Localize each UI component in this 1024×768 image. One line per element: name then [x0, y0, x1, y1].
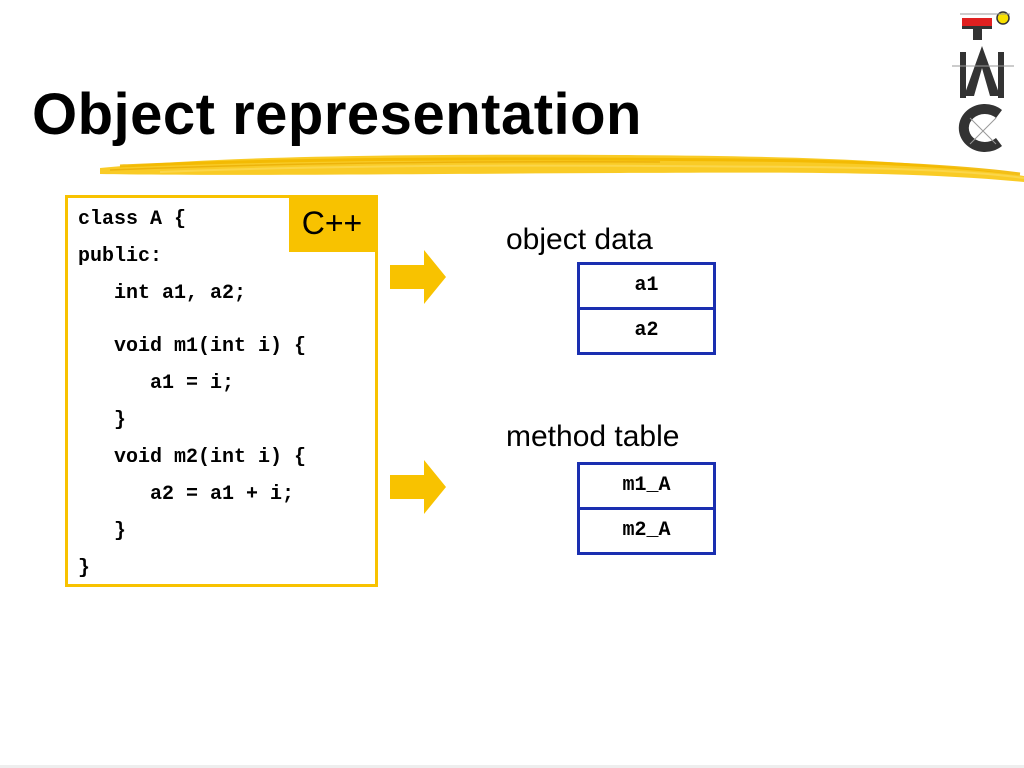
table-cell: a1: [634, 274, 659, 297]
slide-title: Object representation: [32, 82, 642, 147]
footer-divider: [0, 765, 1024, 768]
code-box: C++ class A { public: int a1, a2; void m…: [65, 195, 378, 587]
language-tag: C++: [289, 198, 375, 252]
code-line: class A {: [78, 208, 187, 231]
object-data-label: object data: [506, 223, 653, 256]
code-line: }: [78, 409, 127, 432]
table-cell: a2: [580, 307, 713, 352]
code-line: int a1, a2;: [78, 282, 247, 305]
object-data-table: a1 a2: [577, 262, 716, 355]
code-line: a2 = a1 + i;: [78, 483, 295, 506]
table-cell: m2_A: [580, 507, 713, 552]
code-line: void m1(int i) {: [78, 335, 307, 358]
code-line: public:: [78, 245, 163, 268]
table-cell: m1_A: [622, 474, 671, 497]
code-line: void m2(int i) {: [78, 446, 307, 469]
code-line: }: [78, 557, 91, 580]
arrow-right-icon: [390, 460, 446, 514]
iaik-logo-icon: [950, 6, 1020, 156]
code-line: a1 = i;: [78, 372, 235, 395]
method-table: m1_A m2_A: [577, 462, 716, 555]
method-table-label: method table: [506, 420, 680, 453]
code-line: }: [78, 520, 127, 543]
title-underline: [100, 154, 1024, 182]
arrow-right-icon: [390, 250, 446, 304]
